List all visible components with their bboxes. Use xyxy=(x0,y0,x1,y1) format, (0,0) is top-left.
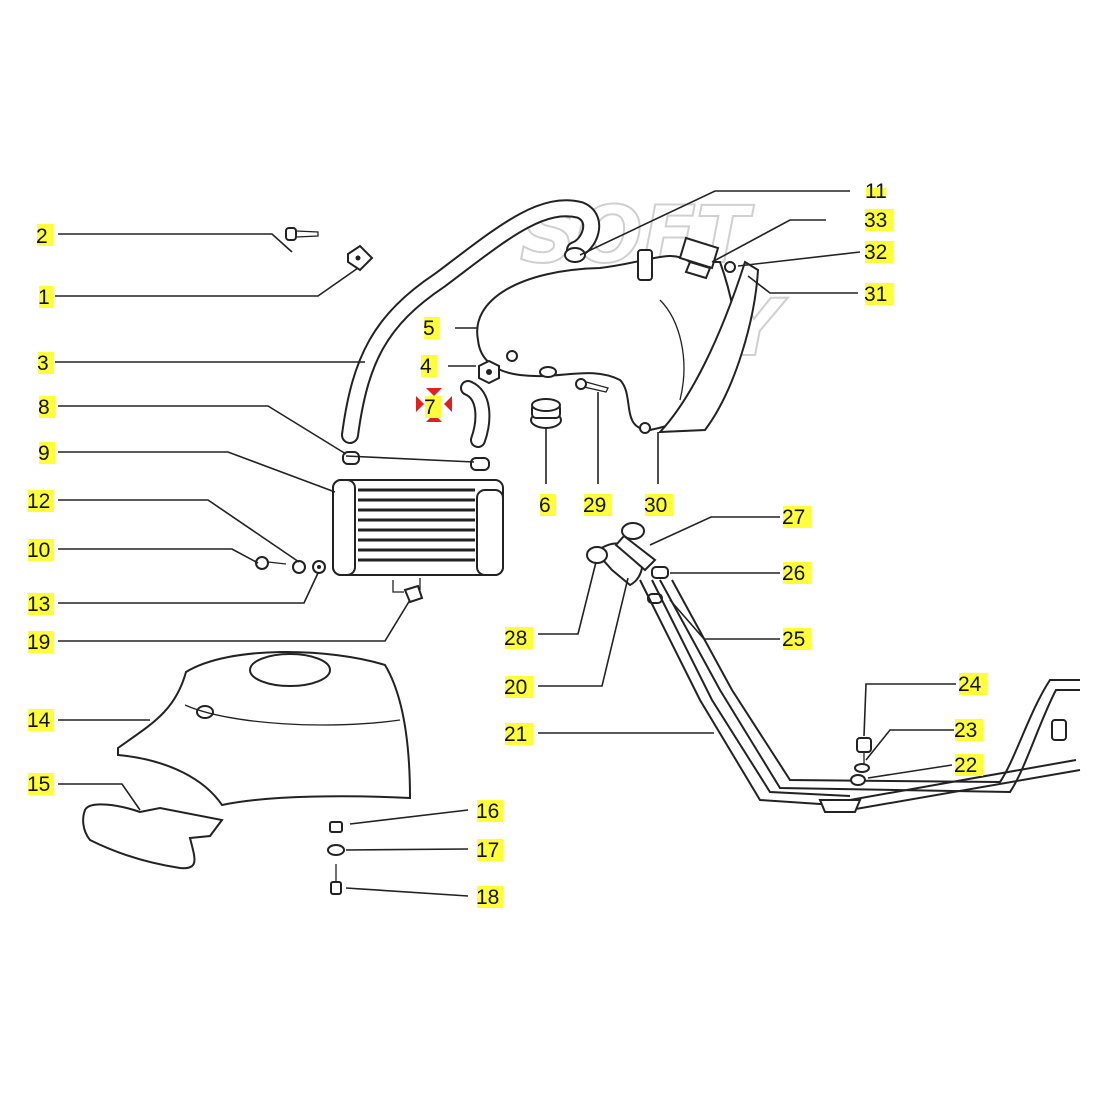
part-hose-fittings xyxy=(586,522,669,604)
svg-text:3: 3 xyxy=(37,352,49,375)
part-short-hose xyxy=(460,380,491,448)
callout-23[interactable]: 23 xyxy=(954,719,983,742)
part-square-nut xyxy=(347,244,374,272)
callout-30[interactable]: 30 xyxy=(644,494,673,517)
callout-8[interactable]: 8 xyxy=(38,396,55,419)
callout-15[interactable]: 15 xyxy=(27,773,54,796)
svg-text:20: 20 xyxy=(504,676,527,699)
part-plate xyxy=(82,803,224,870)
part-long-hose xyxy=(341,199,601,444)
callout-17[interactable]: 17 xyxy=(476,839,503,862)
callout-26[interactable]: 26 xyxy=(782,562,811,585)
svg-text:29: 29 xyxy=(583,494,606,517)
svg-text:5: 5 xyxy=(423,317,435,340)
part-radiator xyxy=(332,479,504,576)
part-rubber-mounts xyxy=(342,451,490,471)
svg-text:14: 14 xyxy=(27,709,51,732)
part-front-cover xyxy=(117,650,412,807)
callout-4[interactable]: 4 xyxy=(420,355,437,378)
svg-text:4: 4 xyxy=(420,355,432,378)
callout-1[interactable]: 1 xyxy=(38,286,53,309)
part-grommet xyxy=(530,398,562,429)
part-cap-screw xyxy=(724,261,736,273)
svg-text:32: 32 xyxy=(864,241,887,264)
part-bleed-screw-set xyxy=(850,737,872,786)
callout-10[interactable]: 10 xyxy=(27,539,54,562)
callout-32[interactable]: 32 xyxy=(864,241,893,264)
part-radiator-fasteners xyxy=(255,556,326,574)
callout-33[interactable]: 33 xyxy=(864,209,893,232)
svg-text:22: 22 xyxy=(954,754,977,777)
svg-text:11: 11 xyxy=(865,180,887,203)
callout-16[interactable]: 16 xyxy=(476,800,503,823)
svg-text:2: 2 xyxy=(36,225,48,248)
svg-text:16: 16 xyxy=(476,800,499,823)
part-clip xyxy=(392,578,424,604)
callout-25[interactable]: 25 xyxy=(782,628,811,651)
svg-text:12: 12 xyxy=(27,490,50,513)
svg-text:33: 33 xyxy=(864,209,887,232)
callout-22[interactable]: 22 xyxy=(954,754,983,777)
callout-27[interactable]: 27 xyxy=(782,506,811,529)
svg-text:17: 17 xyxy=(476,839,499,862)
svg-text:7: 7 xyxy=(424,396,436,419)
svg-text:18: 18 xyxy=(476,886,499,909)
callout-3[interactable]: 3 xyxy=(37,352,54,375)
leader-lines xyxy=(55,190,956,897)
part-tank-bracket xyxy=(639,260,760,434)
svg-text:19: 19 xyxy=(27,631,50,654)
svg-text:13: 13 xyxy=(27,593,50,616)
svg-text:26: 26 xyxy=(782,562,805,585)
callout-14[interactable]: 14 xyxy=(27,709,54,732)
part-washer-bolt-set xyxy=(327,821,345,895)
svg-text:25: 25 xyxy=(782,628,805,651)
svg-text:28: 28 xyxy=(504,627,527,650)
callout-31[interactable]: 31 xyxy=(864,283,893,306)
svg-text:24: 24 xyxy=(958,673,982,696)
svg-text:31: 31 xyxy=(864,283,887,306)
callout-19[interactable]: 19 xyxy=(27,631,54,654)
callout-labels: 1 2 3 4 5 6 7 8 9 10 11 12 13 14 15 16 1… xyxy=(27,180,987,909)
part-screw xyxy=(285,227,319,241)
callout-9[interactable]: 9 xyxy=(38,442,55,465)
part-bolt xyxy=(575,378,609,393)
part-coolant-pipes xyxy=(639,579,1081,813)
svg-text:21: 21 xyxy=(504,723,527,746)
svg-text:27: 27 xyxy=(782,506,805,529)
callout-21[interactable]: 21 xyxy=(504,723,533,746)
callout-28[interactable]: 28 xyxy=(504,627,533,650)
callout-18[interactable]: 18 xyxy=(476,886,503,909)
svg-text:6: 6 xyxy=(539,494,551,517)
callout-7[interactable]: 7 xyxy=(416,388,452,422)
callout-6[interactable]: 6 xyxy=(539,494,556,517)
svg-text:1: 1 xyxy=(38,286,50,309)
callout-29[interactable]: 29 xyxy=(583,494,612,517)
svg-text:23: 23 xyxy=(954,719,977,742)
callout-24[interactable]: 24 xyxy=(958,673,987,696)
callout-12[interactable]: 12 xyxy=(27,490,54,513)
svg-text:15: 15 xyxy=(27,773,50,796)
callout-11[interactable]: 11 xyxy=(865,180,887,203)
svg-text:30: 30 xyxy=(644,494,667,517)
part-tank-cap xyxy=(678,236,720,280)
callout-5[interactable]: 5 xyxy=(423,317,440,340)
callout-13[interactable]: 13 xyxy=(27,593,54,616)
callout-20[interactable]: 20 xyxy=(504,676,533,699)
svg-text:10: 10 xyxy=(27,539,50,562)
svg-text:9: 9 xyxy=(38,442,50,465)
svg-text:8: 8 xyxy=(38,396,50,419)
callout-2[interactable]: 2 xyxy=(36,224,53,248)
part-hex-nut xyxy=(478,359,500,385)
